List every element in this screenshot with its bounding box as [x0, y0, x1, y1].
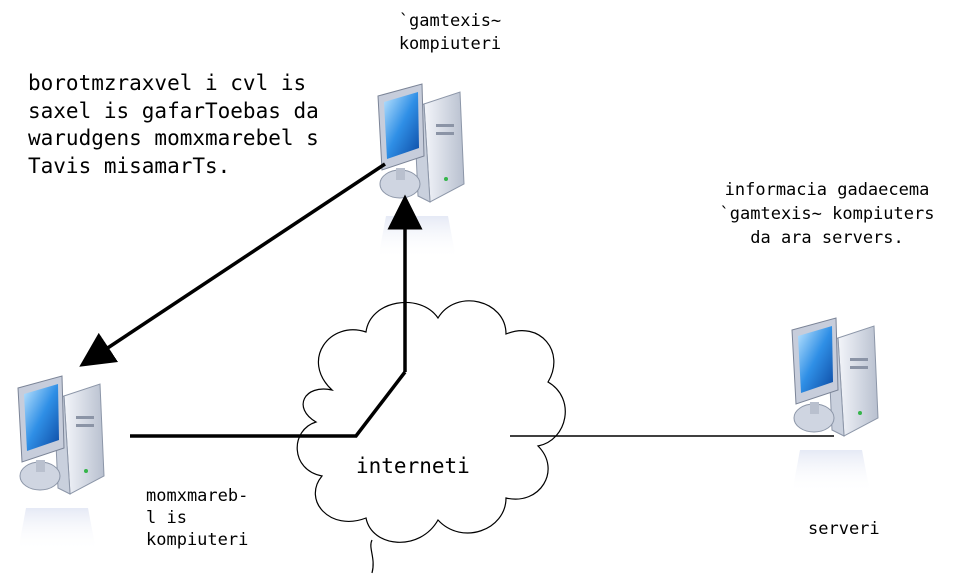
client-link: [130, 370, 407, 438]
computer-icon: [17, 375, 105, 552]
user-computer-label: momxmareb- l is kompiuteri: [146, 486, 249, 551]
server-label: serveri: [808, 519, 880, 539]
internet-label: interneti: [356, 454, 470, 478]
proxy-note: borotmzraxvel i cvl is saxel is gafarToe…: [28, 71, 319, 179]
proxy-computer-label: `gamtexis~ kompiuteri: [398, 11, 502, 54]
server-note: informacia gadaecema `gamtexis~ kompiute…: [719, 180, 935, 249]
computer-icon: [791, 317, 879, 494]
computer-icon: [377, 83, 465, 260]
proxy-to-client-arrow: [79, 162, 386, 367]
cloud-icon: [296, 300, 566, 543]
